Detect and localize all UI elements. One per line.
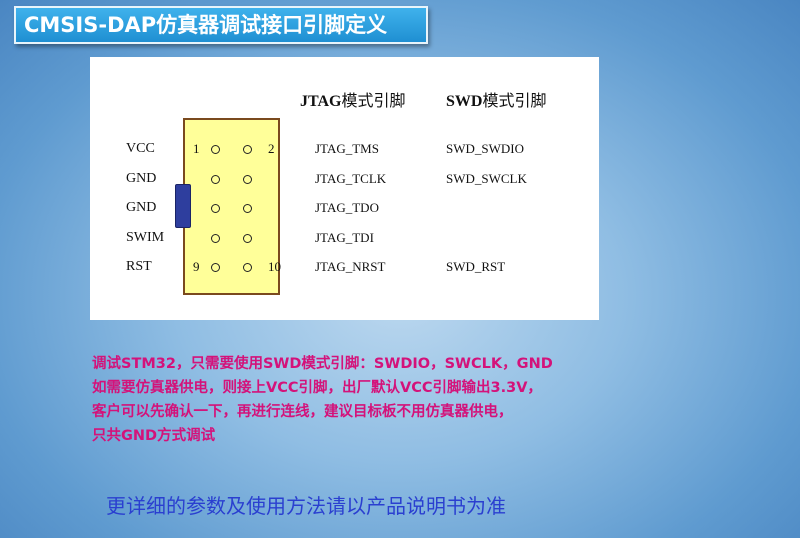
pin-hole-left xyxy=(211,204,220,213)
pin-label: RST xyxy=(126,259,152,274)
usage-note: 调试STM32，只需要使用SWD模式引脚：SWDIO，SWCLK，GND 如需要… xyxy=(92,352,672,448)
pin-hole-left xyxy=(211,145,220,154)
pin-label: SWIM xyxy=(126,229,165,245)
pin-label: GND xyxy=(126,170,157,186)
pin-hole-right xyxy=(243,204,252,213)
pin-hole-right xyxy=(243,233,252,243)
page-title: CMSIS-DAP仿真器调试接口引脚定义 xyxy=(14,6,428,44)
jtag-pin-name: JTAG_NRST xyxy=(315,259,386,274)
pin-hole-left xyxy=(211,233,220,243)
jtag-pin-name: JTAG_TCLK xyxy=(315,170,387,186)
swd-pin-name: SWD_SWCLK xyxy=(446,170,527,186)
pin-number-left: 1 xyxy=(193,141,200,156)
pin-number-left: 9 xyxy=(193,259,200,274)
connector-key xyxy=(175,184,191,228)
note-line: 客户可以先确认一下，再进行连线，建议目标板不用仿真器供电， xyxy=(92,404,513,420)
jtag-header: JTAG模式引脚 xyxy=(300,93,406,110)
note-line: 如需要仿真器供电，则接上VCC引脚，出厂默认VCC引脚输出3.3V， xyxy=(92,380,542,396)
pin-number-right: 10 xyxy=(268,259,281,274)
pin-hole-right xyxy=(243,145,252,154)
pin-number-right: 2 xyxy=(268,141,275,156)
pin-hole-left xyxy=(211,174,220,184)
pin-hole-right xyxy=(243,174,252,184)
jtag-pin-name: JTAG_TMS xyxy=(315,141,379,156)
note-line: 只共GND方式调试 xyxy=(92,428,216,444)
note-line: 调试STM32，只需要使用SWD模式引脚：SWDIO，SWCLK，GND xyxy=(92,356,553,372)
swd-header: SWD模式引脚 xyxy=(446,93,547,110)
pin-hole-right xyxy=(243,263,252,272)
pin-hole-left xyxy=(211,263,220,272)
pinout-diagram: JTAG模式引脚 SWD模式引脚 VCC 1 2 JTAG_TMS SWD_SWDIO G… xyxy=(90,57,599,320)
swd-pin-name: SWD_RST xyxy=(446,259,506,274)
jtag-pin-name: JTAG_TDO xyxy=(315,200,379,215)
swd-pin-name: SWD_SWDIO xyxy=(446,141,524,156)
pin-label: VCC xyxy=(126,141,155,156)
footer-note: 更详细的参数及使用方法请以产品说明书为准 xyxy=(106,494,506,518)
jtag-pin-name: JTAG_TDI xyxy=(315,229,374,245)
pin-label: GND xyxy=(126,200,157,215)
